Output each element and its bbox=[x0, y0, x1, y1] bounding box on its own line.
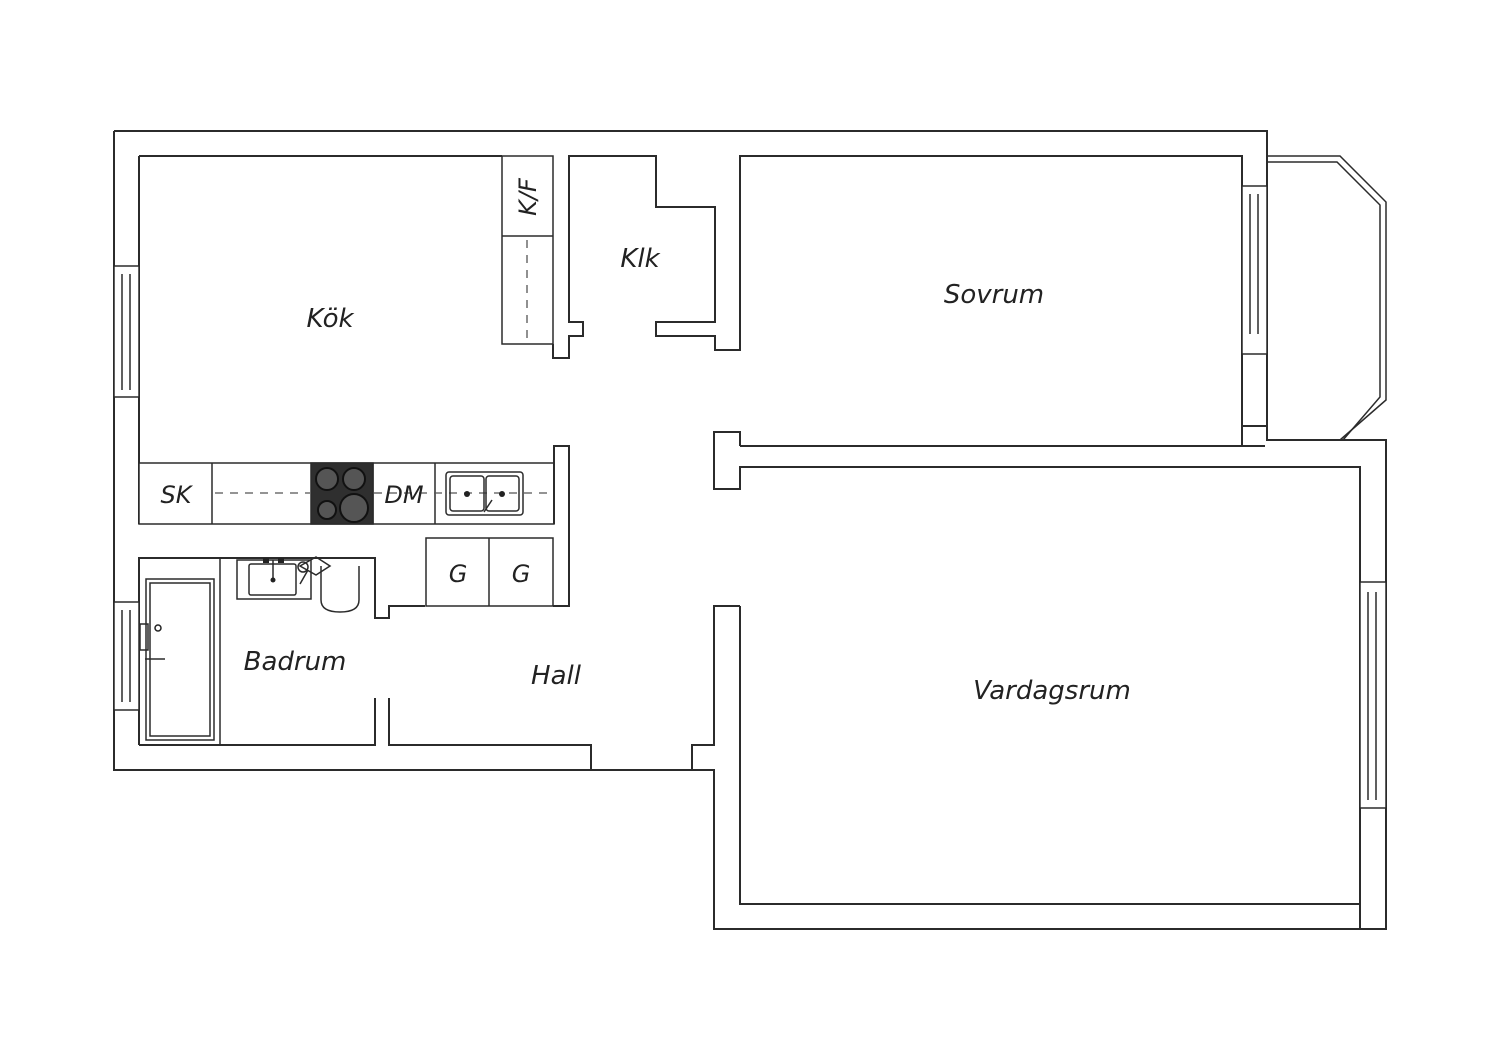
outer-walls bbox=[113, 130, 1387, 930]
fixture-label-g2: G bbox=[512, 560, 531, 588]
kitchen bbox=[138, 155, 1265, 607]
room-label-kok: Kök bbox=[306, 304, 354, 334]
fixture-label-dm: DM bbox=[384, 481, 423, 509]
window-bathroom bbox=[113, 601, 140, 711]
room-label-badrum: Badrum bbox=[244, 647, 347, 677]
washbasin-icon bbox=[236, 558, 312, 600]
room-label-sovrum: Sovrum bbox=[944, 280, 1044, 310]
fixture-label-g1: G bbox=[449, 560, 468, 588]
fixture-label-kf: K/F bbox=[514, 177, 542, 216]
living-room bbox=[691, 581, 1387, 905]
window-living-room bbox=[1359, 581, 1387, 809]
window-kitchen bbox=[113, 265, 140, 398]
hob-icon bbox=[310, 462, 374, 525]
fridge-freezer bbox=[501, 155, 554, 345]
room-label-klk: Klk bbox=[620, 244, 660, 274]
room-label-vardagsrum: Vardagsrum bbox=[973, 676, 1131, 706]
fixture-label-sk: SK bbox=[161, 481, 194, 509]
room-label-hall: Hall bbox=[531, 661, 582, 691]
bedroom bbox=[713, 155, 1387, 929]
sink-icon bbox=[445, 471, 524, 516]
window-bedroom bbox=[1241, 185, 1268, 355]
bathroom bbox=[113, 537, 592, 770]
toilet-icon bbox=[297, 556, 360, 613]
